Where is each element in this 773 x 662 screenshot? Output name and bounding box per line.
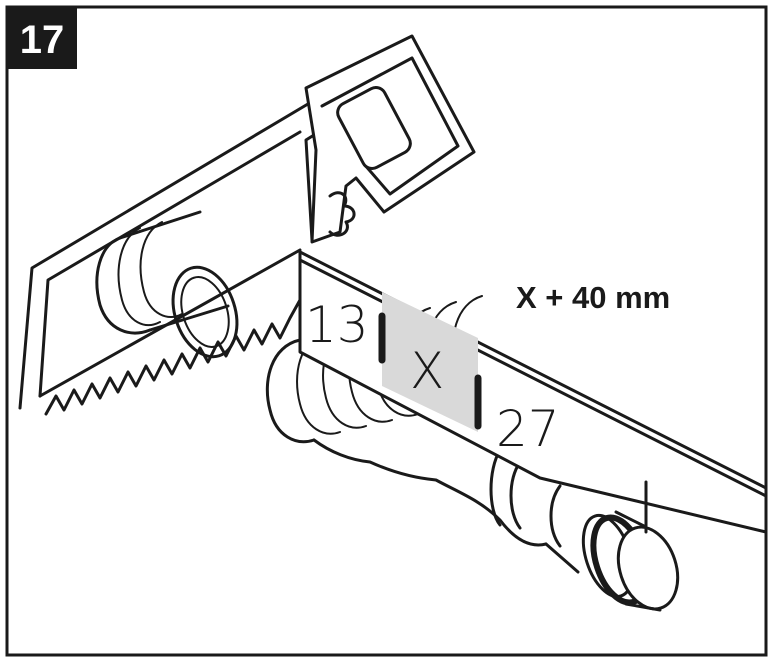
ruler-icon (298, 250, 768, 534)
step-badge: 17 (7, 7, 77, 69)
hacksaw-icon (18, 34, 476, 416)
step-badge-background (7, 7, 77, 69)
scale-right-value: 27 (496, 400, 560, 458)
scale-left-value: 13 (305, 296, 369, 354)
x-highlight (382, 292, 478, 432)
pipe-under-saw (95, 210, 239, 359)
scale-middle-label: X (410, 342, 444, 400)
cut-length-formula: X + 40 mm (516, 280, 670, 315)
step-number: 17 (20, 18, 65, 62)
